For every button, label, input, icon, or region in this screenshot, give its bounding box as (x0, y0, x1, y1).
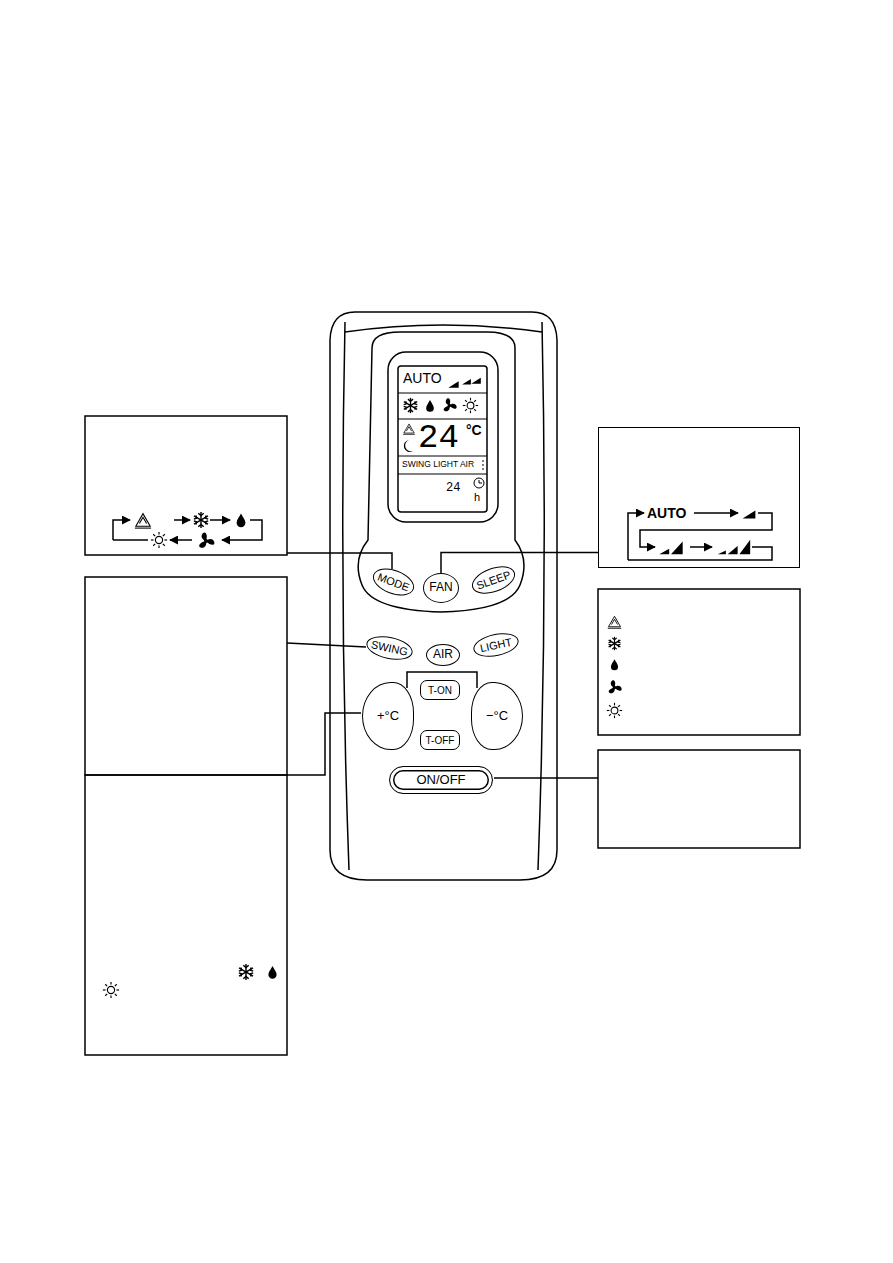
button-label: T-OFF (426, 735, 455, 746)
button-label: ON/OFF (416, 773, 465, 787)
remote-button: MODE (369, 563, 418, 600)
remote-button: T-OFF (420, 730, 460, 750)
callout-box: AUTO (598, 427, 800, 568)
button-label: T-ON (428, 685, 452, 696)
remote-button: LIGHT (471, 629, 521, 660)
button-label: −°C (486, 709, 508, 723)
button-label: LIGHT (479, 636, 513, 655)
lcd-temperature: 24 (418, 421, 459, 455)
remote-button: AIR (426, 644, 460, 666)
remote-button: FAN (423, 573, 459, 603)
lcd-timer: 24 (446, 482, 460, 494)
button-label: SLEEP (474, 568, 511, 591)
remote-button: SLEEP (468, 561, 518, 599)
button-label: +°C (377, 709, 399, 723)
callout-text: AUTO (647, 506, 686, 521)
lcd-hour-unit: h (474, 492, 480, 503)
lcd-unit: °C (466, 423, 482, 437)
remote-button: SWING (364, 632, 415, 663)
button-label: MODE (375, 571, 410, 594)
lcd-status-text: SWING LIGHT AIR (402, 460, 474, 469)
button-label: AIR (433, 648, 453, 661)
leader-line (441, 552, 598, 573)
remote-button: T-ON (420, 680, 460, 700)
button-label: SWING (370, 638, 409, 658)
remote-button: ON/OFF (389, 766, 493, 794)
button-label: FAN (429, 581, 452, 594)
remote-button: +°C (362, 682, 414, 750)
lcd-mode-text: AUTO (403, 371, 442, 385)
remote-button: −°C (471, 682, 523, 750)
